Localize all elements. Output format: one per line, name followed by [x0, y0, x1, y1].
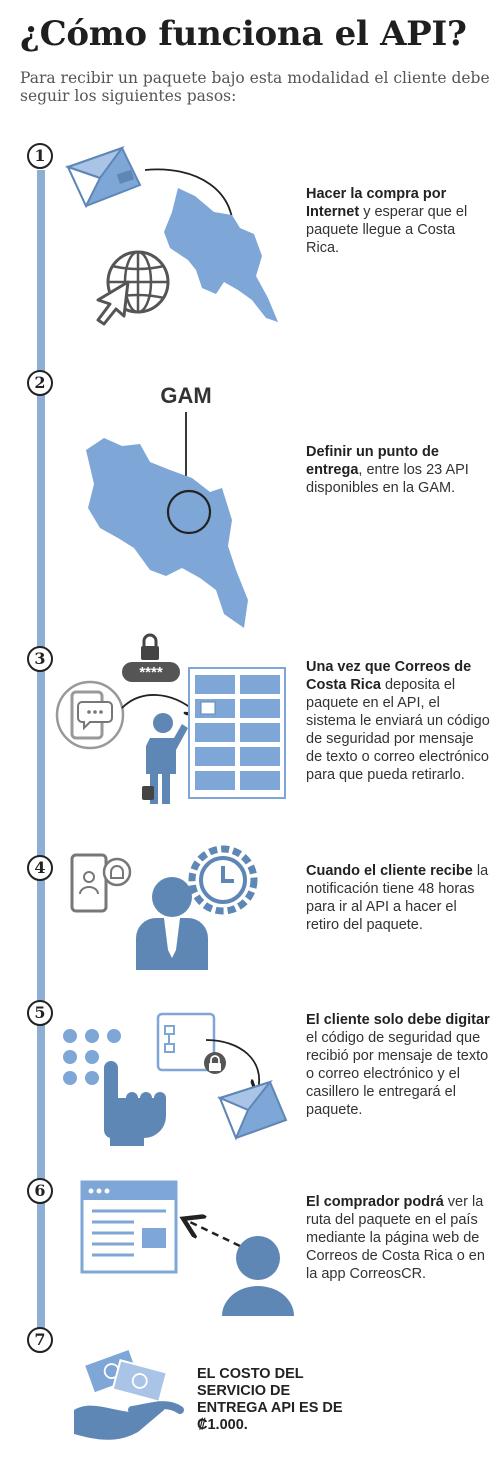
step-number-1: 1 [27, 143, 53, 169]
businessman-icon [136, 877, 208, 970]
step-1-bold: Hacer la compra por Internet [306, 186, 447, 220]
step-number-5: 5 [27, 1000, 53, 1026]
step-6-body: ver la ruta del paquete en el país media… [306, 1194, 485, 1282]
money-hand-icon [74, 1347, 184, 1440]
gam-circle [166, 489, 212, 535]
step-5-bold: El cliente solo debe digitar [306, 1012, 490, 1028]
step-4-bold: Cuando el cliente recibe [306, 863, 473, 879]
step-6-text: El comprador podrá ver la ruta del paque… [306, 1193, 491, 1283]
step-4-text: Cuando el cliente recibe la notificación… [306, 862, 491, 934]
step-6-bold: El comprador podrá [306, 1194, 444, 1210]
step-3-body: deposita el paquete en el API, el sistem… [306, 677, 490, 783]
box-screen-icon [156, 1012, 216, 1072]
step-number-6: 6 [27, 1178, 53, 1204]
step-2-text: Definir un punto de entrega, entre los 2… [306, 443, 491, 497]
globe-cursor-icon [96, 250, 170, 326]
step-4-body: la notificación tiene 48 horas para ir a… [306, 863, 489, 933]
package-icon [64, 145, 142, 209]
password-mask: **** [139, 664, 163, 681]
code-arrow [205, 1039, 259, 1090]
track-arrow [190, 1222, 241, 1248]
phone-notification-icon [70, 853, 132, 913]
step-5-text: El cliente solo debe digitar el código d… [306, 1011, 491, 1119]
keypad-icon [63, 1029, 121, 1085]
lock-badge-icon [204, 1052, 226, 1074]
step-number-4: 4 [27, 855, 53, 881]
customer-icon [222, 1236, 294, 1316]
costa-rica-map-icon [164, 188, 278, 322]
step-3-bold: Una vez que Correos de Costa Rica [306, 659, 472, 693]
person-icon [142, 713, 188, 804]
password-badge [122, 662, 180, 682]
page-title: ¿Cómo funciona el API? [20, 14, 467, 54]
step-2-body: , entre los 23 API disponibles en la GAM… [306, 462, 469, 496]
timeline-line [37, 170, 45, 1352]
package-small-icon [217, 1080, 288, 1141]
map-label-gam: GAM [160, 383, 211, 408]
step-5-body: el código de seguridad que recibió por m… [306, 1030, 489, 1118]
step-number-2: 2 [27, 370, 53, 396]
hand-icon [103, 1061, 166, 1146]
clock-gear-icon [188, 845, 258, 915]
step-1-body: y esperar que el paquete llegue a Costa … [306, 204, 468, 256]
lock-icon [141, 633, 159, 660]
step-number-7: 7 [27, 1327, 53, 1353]
page-subtitle: Para recibir un paquete bajo esta modali… [20, 69, 490, 105]
phone-chat-icon [55, 680, 125, 750]
browser-window-icon [80, 1180, 178, 1274]
step-2-bold: Definir un punto de entrega [306, 444, 439, 478]
cost-text: EL COSTO DEL SERVICIO DE ENTREGA API ES … [197, 1366, 343, 1433]
step-number-3: 3 [27, 646, 53, 672]
step-3-text: Una vez que Correos de Costa Rica deposi… [306, 658, 491, 784]
locker-icon [188, 667, 286, 799]
costa-rica-map-large-icon [86, 438, 248, 628]
step-1-text: Hacer la compra por Internet y esperar q… [306, 185, 491, 257]
chat-arrow [121, 694, 196, 712]
